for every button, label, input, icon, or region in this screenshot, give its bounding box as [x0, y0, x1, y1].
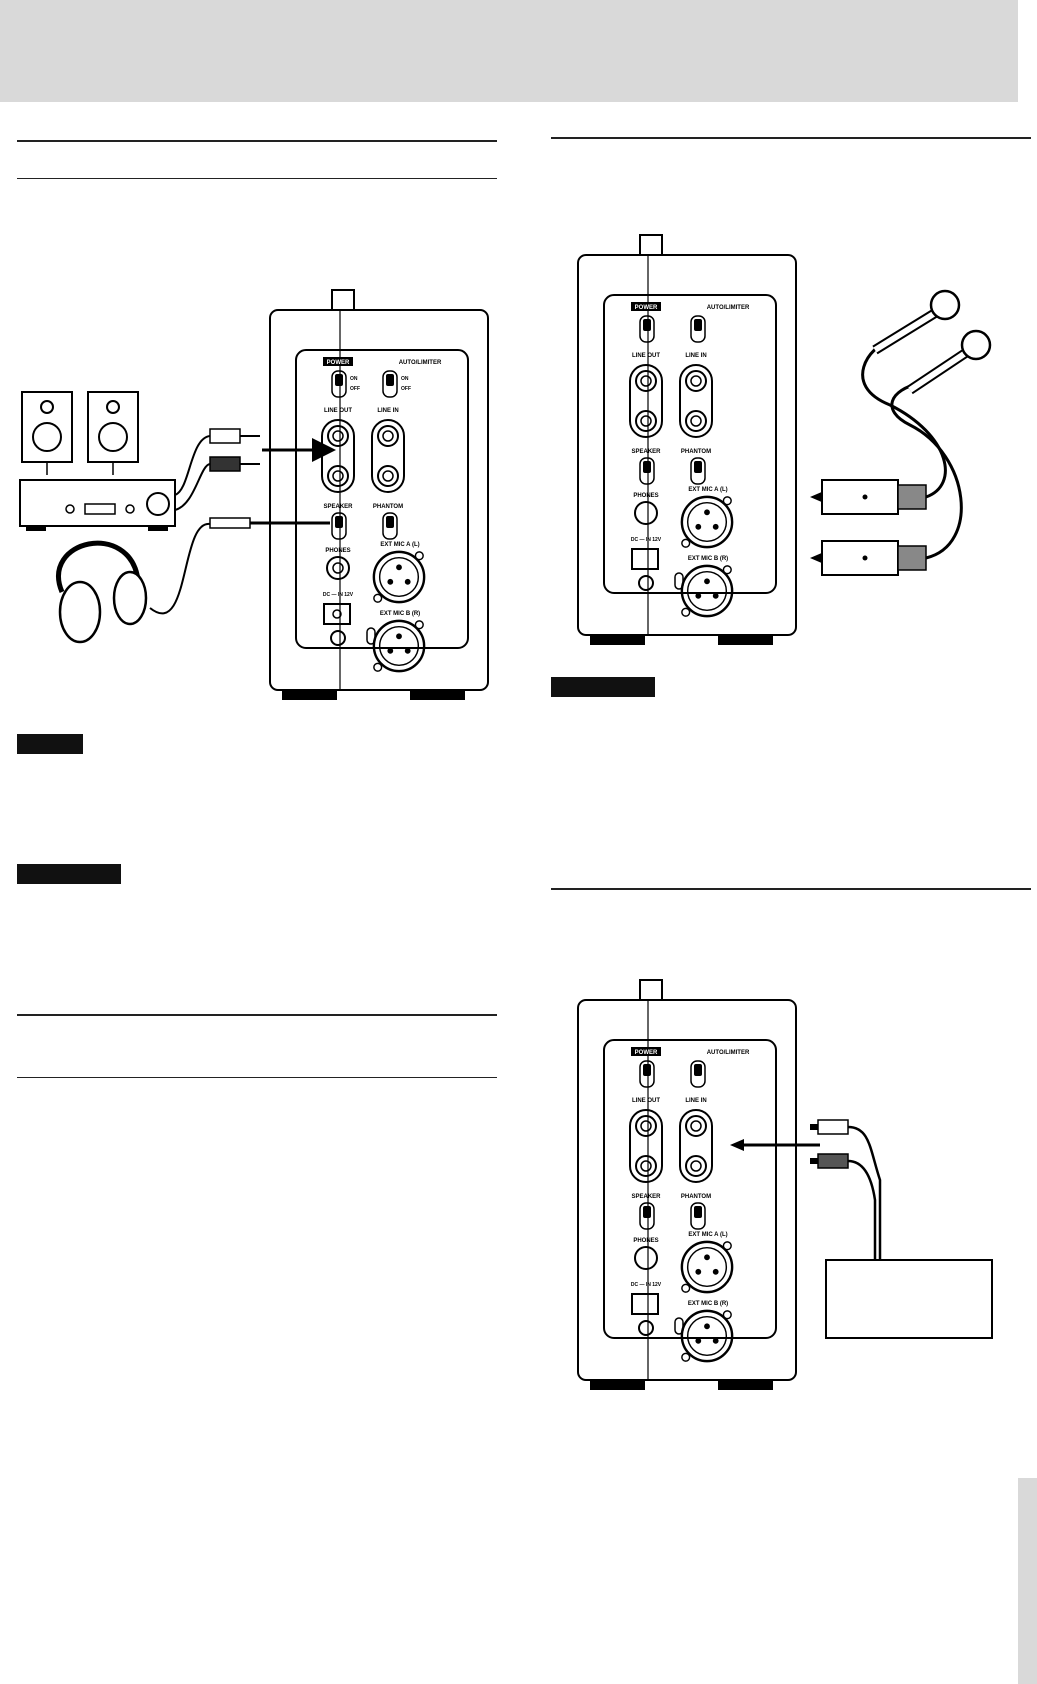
- dc-in-jack[interactable]: [323, 603, 351, 625]
- xlr-plug-icon: [821, 479, 899, 515]
- power-label: POWER: [635, 305, 658, 311]
- line-in-label: LINE IN: [685, 1098, 706, 1104]
- caution-badge: [17, 864, 121, 884]
- auto-limiter-label: AUTO/LIMITER: [707, 1050, 750, 1056]
- section-rule: [551, 137, 1031, 139]
- line-out-label: LINE OUT: [324, 408, 352, 414]
- power-label: POWER: [635, 1050, 658, 1056]
- recorder-device-right-bottom: POWER AUTO/LIMITER LINE OUT LINE IN SPEA…: [577, 979, 797, 1390]
- dc-in-label: DC — IN 12V: [631, 1282, 662, 1288]
- dc-in-jack[interactable]: [631, 1293, 659, 1315]
- speaker-label: SPEAKER: [323, 504, 353, 510]
- ext-mic-a-label: EXT MIC A (L): [688, 487, 727, 493]
- rca-plug-icon: [209, 456, 241, 472]
- headphones-icon: [56, 540, 141, 593]
- speaker-label: SPEAKER: [631, 449, 661, 455]
- section-rule: [17, 1077, 497, 1078]
- microphone-diagram: [810, 289, 992, 576]
- line-in-label: LINE IN: [685, 353, 706, 359]
- power-label: POWER: [327, 360, 350, 366]
- xlr-plug-icon: [821, 540, 899, 576]
- external-source-diagram: [730, 1119, 993, 1339]
- speaker-label: SPEAKER: [631, 1194, 661, 1200]
- line-out-label: LINE OUT: [632, 353, 660, 359]
- ext-mic-a-label: EXT MIC A (L): [688, 1232, 727, 1238]
- power-label-box: [323, 357, 353, 366]
- phantom-label: PHANTOM: [681, 1194, 711, 1200]
- auto-limiter-label: AUTO/LIMITER: [707, 305, 750, 311]
- page-header-band: [0, 0, 1018, 102]
- amplifier-icon: [19, 479, 176, 527]
- rca-plug-icon: [817, 1119, 849, 1135]
- off-label: OFF: [350, 386, 360, 392]
- lock-slot: [366, 627, 376, 645]
- ext-mic-a-label: EXT MIC A (L): [380, 542, 419, 548]
- dc-in-label: DC — IN 12V: [323, 592, 354, 598]
- phones-label: PHONES: [633, 493, 658, 499]
- rca-plug-icon: [209, 428, 241, 444]
- on-label: ON: [350, 376, 358, 382]
- auto-limiter-label: AUTO/LIMITER: [399, 360, 442, 366]
- recorder-device-left: POWER AUTO/LIMITER ON OFF ON OFF LINE OU…: [269, 289, 489, 700]
- line-in-label: LINE IN: [377, 408, 398, 414]
- section-rule: [17, 1014, 497, 1016]
- phones-label: PHONES: [325, 548, 350, 554]
- phones-jack[interactable]: [326, 556, 350, 580]
- dc-in-jack[interactable]: [631, 548, 659, 570]
- connection-diagram-left: [19, 391, 336, 644]
- note-badge: [17, 734, 83, 754]
- ext-mic-b-label: EXT MIC B (R): [688, 1301, 728, 1307]
- ext-mic-b-label: EXT MIC B (R): [380, 611, 420, 617]
- phones-label: PHONES: [633, 1238, 658, 1244]
- ext-mic-b-label: EXT MIC B (R): [688, 556, 728, 562]
- phantom-label: PHANTOM: [373, 504, 403, 510]
- recorder-device-right-top: POWER AUTO/LIMITER LINE OUT LINE IN SPEA…: [577, 234, 797, 645]
- off-label: OFF: [401, 386, 411, 392]
- headphone-plug-icon: [209, 517, 251, 529]
- section-rule: [551, 888, 1031, 890]
- page-side-tab: [1018, 1478, 1037, 1684]
- phantom-label: PHANTOM: [681, 449, 711, 455]
- caution-badge: [551, 677, 655, 697]
- microphone-icon: [872, 289, 961, 355]
- external-device-box: [825, 1259, 993, 1339]
- phones-jack[interactable]: [634, 1246, 658, 1270]
- dc-in-label: DC — IN 12V: [631, 537, 662, 543]
- line-out-label: LINE OUT: [632, 1098, 660, 1104]
- section-rule: [17, 140, 497, 142]
- on-label: ON: [401, 376, 409, 382]
- section-rule: [17, 178, 497, 179]
- microphone-icon: [907, 329, 992, 395]
- phones-jack[interactable]: [634, 501, 658, 525]
- rca-plug-icon: [817, 1153, 849, 1169]
